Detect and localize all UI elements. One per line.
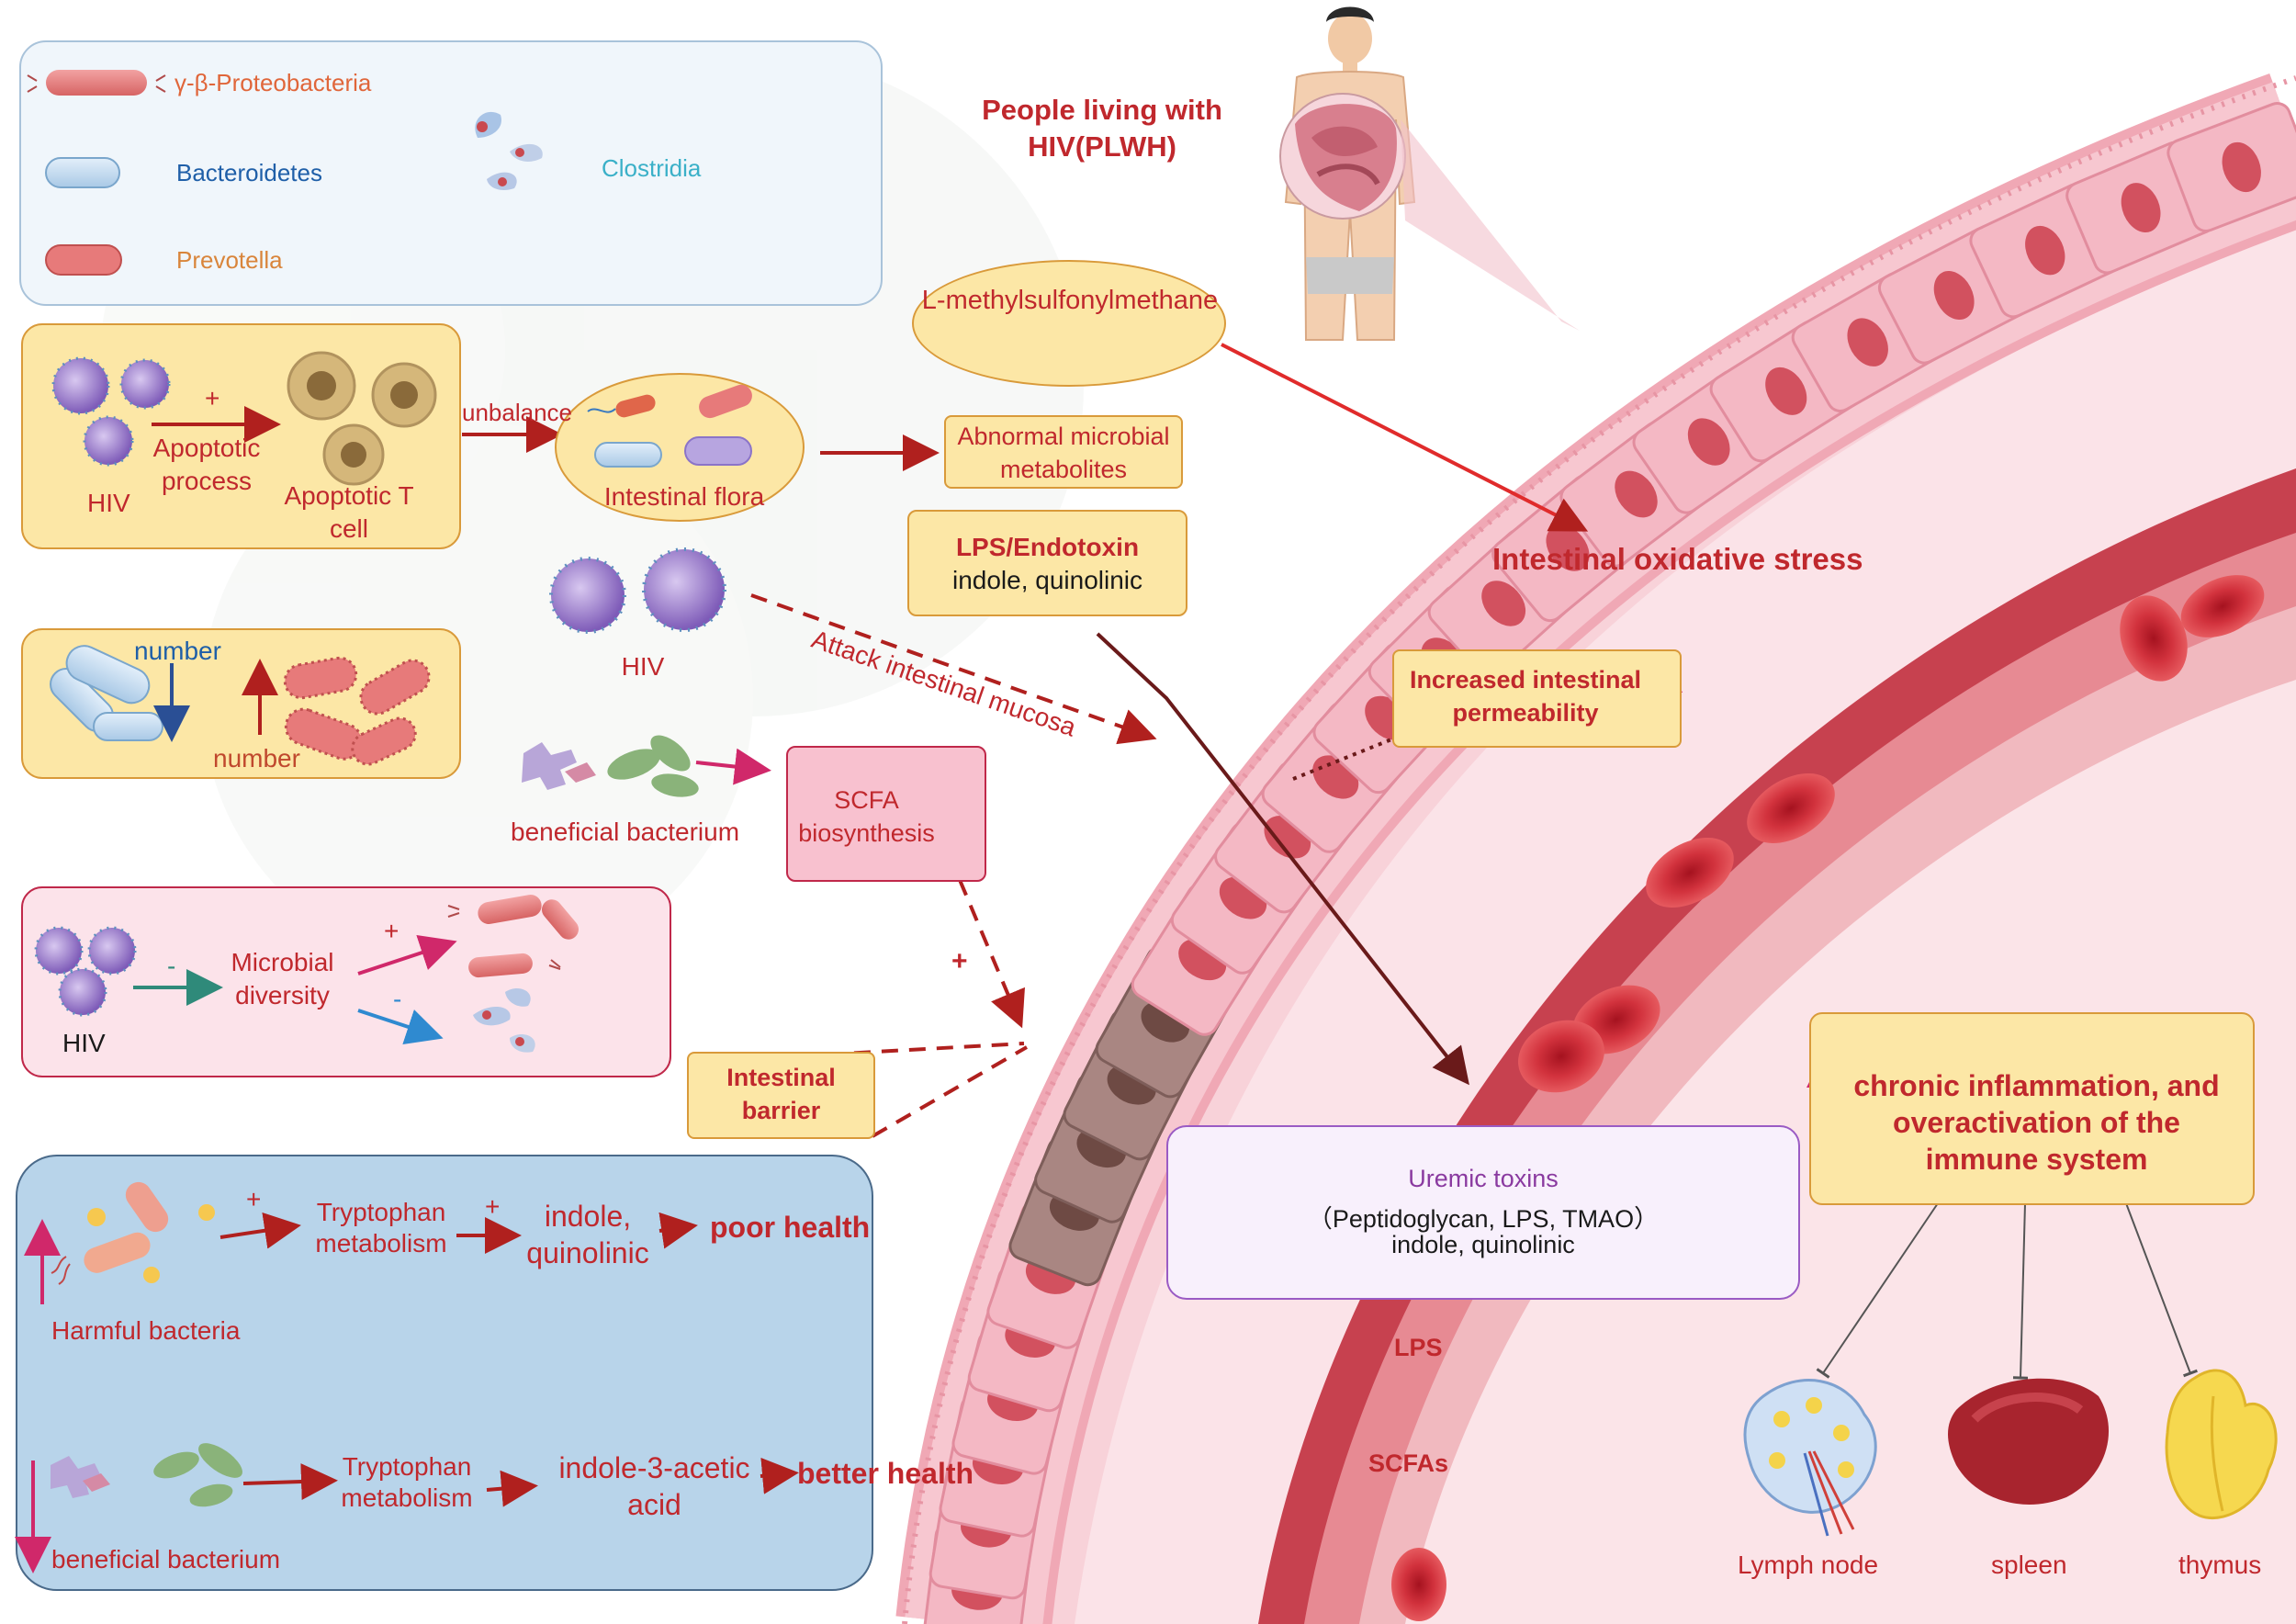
harmful-bacteria-cluster <box>51 1181 215 1285</box>
oxidative-stress-label: Intestinal oxidative stress <box>1492 542 1863 576</box>
poor-health-label: poor health <box>710 1211 871 1244</box>
hiv-virus-group-3 <box>549 547 726 634</box>
cell-nucleus <box>2025 225 2065 276</box>
barrier-plus: + <box>951 946 968 976</box>
hiv-virus-group-2 <box>34 926 137 1017</box>
number-up-label: number <box>213 744 300 773</box>
legend-box <box>19 40 883 306</box>
clostridia-cluster <box>473 987 535 1053</box>
tryptophan-metabolism-1: Tryptophan metabolism <box>315 1198 447 1257</box>
intestinal-barrier-box <box>687 1052 875 1139</box>
cell-nucleus <box>2222 141 2261 193</box>
uremic-toxins-line2: （Peptidoglycan, LPS, TMAO） <box>1307 1205 1660 1233</box>
proteobacteria-icon <box>27 70 166 96</box>
lymph-node-icon <box>1743 1379 1877 1537</box>
inflammation-box <box>1809 1012 2255 1205</box>
lmsm-label: L-methylsulfonylmethane <box>921 286 1219 315</box>
lmsm-ellipse <box>912 260 1226 387</box>
beneficial-bacteria-cluster-2 <box>522 735 699 797</box>
panel3-minus2: - <box>393 985 402 1013</box>
abnormal-metabolites-box <box>944 415 1183 489</box>
cell-nucleus <box>1765 367 1807 415</box>
uremic-toxins-title: Uremic toxins <box>1408 1165 1559 1192</box>
cell-nucleus <box>1687 418 1730 466</box>
spleen-label: spleen <box>1991 1551 2067 1579</box>
permeability-box <box>1392 649 1682 748</box>
permeability-label: Increased intestinal permeability <box>1409 666 1642 727</box>
lps-endotoxin-sub: indole, quinolinic <box>951 566 1143 594</box>
spleen-icon <box>1948 1378 2110 1505</box>
beneficial-bacteria-cluster-1 <box>51 1443 242 1507</box>
scfa-box <box>786 746 986 882</box>
red-blood-cells <box>1391 575 2265 1621</box>
prevotella-icon <box>45 244 122 276</box>
thymus-icon <box>2165 1369 2278 1520</box>
lymph-node-label: Lymph node <box>1738 1551 1879 1579</box>
tryptophan-metabolism-2: Tryptophan metabolism <box>341 1452 473 1512</box>
beneficial-bacterium-label-2: beneficial bacterium <box>511 818 740 846</box>
intestinal-flora-label: Intestinal flora <box>603 482 765 511</box>
scfa-label: SCFA biosynthesis <box>798 786 935 847</box>
human-figure <box>1279 6 1416 341</box>
intestinal-barrier-label: Intestinal barrier <box>726 1064 836 1124</box>
blue-rods <box>50 645 163 741</box>
uremic-toxins-line3: indole, quinolinic <box>1391 1231 1575 1258</box>
panel3-minus: - <box>167 952 176 980</box>
bacteroidetes-icon <box>45 157 120 188</box>
unbalance-label: unbalance <box>462 399 572 426</box>
epithelium <box>895 73 2296 1624</box>
inflammation-label: chronic inflammation, and overactivation… <box>1853 1069 2220 1176</box>
plwh-label: People living with HIV(PLWH) <box>982 94 1222 163</box>
proteobacteria-cluster <box>447 895 579 978</box>
harmful-bacteria-label: Harmful bacteria <box>51 1316 241 1345</box>
apoptotic-tcell-label: Apoptotic T cell <box>284 481 414 543</box>
lps-endotoxin-title: LPS/Endotoxin <box>955 533 1140 561</box>
lps-endotoxin-box <box>907 510 1187 616</box>
beneficial-bacterium-label-1: beneficial bacterium <box>51 1545 281 1573</box>
clostridia-icon <box>475 111 543 190</box>
panel1-hiv-label: HIV <box>87 489 130 517</box>
abnormal-metabolites-label: Abnormal microbial metabolites <box>957 423 1170 483</box>
panel3-plus: + <box>384 917 400 945</box>
better-health-label: better health <box>797 1457 974 1490</box>
panel4-plus1: + <box>246 1185 262 1213</box>
uremic-toxins-box <box>1166 1125 1800 1300</box>
cell-nucleus <box>1481 581 1526 626</box>
panel-diversity <box>21 886 671 1077</box>
thymus-label: thymus <box>2178 1551 2262 1579</box>
panel-tryptophan <box>16 1155 873 1591</box>
center-hiv-label: HIV <box>621 652 665 681</box>
panel4-plus2: + <box>485 1192 501 1221</box>
legend-proteobacteria: γ-β-Proteobacteria <box>174 69 372 96</box>
cell-nucleus <box>1546 524 1590 571</box>
number-down-label: number <box>134 637 221 665</box>
vessel-scfas-label: SCFAs <box>1368 1449 1449 1477</box>
cell-nucleus <box>1933 271 1975 321</box>
legend-bacteroidetes: Bacteroidetes <box>176 159 322 186</box>
panel1-plus: + <box>205 384 220 412</box>
legend-clostridia: Clostridia <box>602 154 702 182</box>
cell-nucleus <box>1615 470 1658 518</box>
cell-nucleus <box>1847 318 1888 367</box>
red-rods <box>283 656 431 766</box>
panel3-hiv-label: HIV <box>62 1029 106 1057</box>
apoptotic-process-label: Apoptotic process <box>152 434 261 495</box>
vessel-lps-label: LPS <box>1394 1334 1443 1361</box>
apoptotic-t-cells <box>287 351 437 486</box>
microbial-diversity-label: Microbial diversity <box>231 948 334 1009</box>
hiv-virus-group-1 <box>51 356 171 467</box>
cell-nucleus <box>2121 183 2161 233</box>
indole-3-acetic-acid: indole-3-acetic acid <box>558 1451 750 1521</box>
flora-bacteria <box>587 384 752 468</box>
indole-quinolinic-1: indole, quinolinic <box>526 1200 649 1269</box>
legend-prevotella: Prevotella <box>176 246 283 274</box>
